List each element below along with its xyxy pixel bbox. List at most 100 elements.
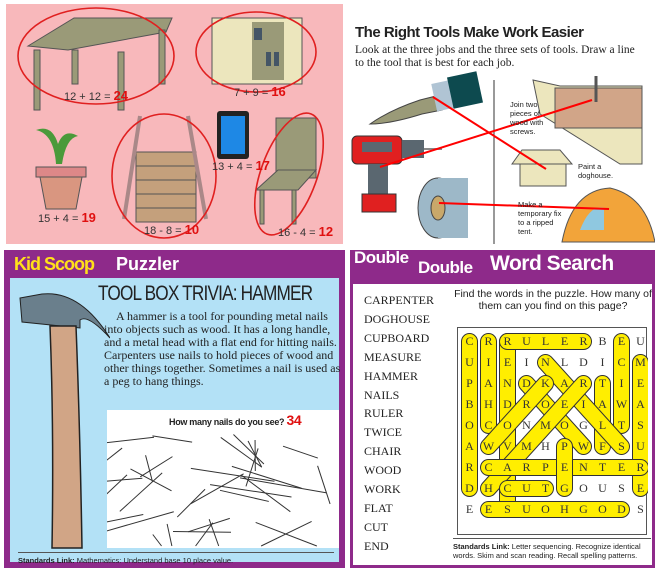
grid-letter[interactable]: O xyxy=(541,397,550,411)
grid-letter[interactable]: I xyxy=(486,355,491,369)
grid-letter[interactable]: R xyxy=(522,397,531,411)
grid-letter[interactable]: T xyxy=(617,418,626,432)
grid-letter[interactable]: D xyxy=(522,376,531,390)
grid-letter[interactable]: P xyxy=(561,439,568,453)
grid-letter[interactable]: O xyxy=(560,418,569,432)
grid-letter[interactable]: E xyxy=(617,334,626,348)
grid-letter[interactable]: A xyxy=(465,439,474,453)
grid-letter[interactable]: G xyxy=(579,418,588,432)
grid-letter[interactable]: H xyxy=(560,502,569,516)
grid-letter[interactable]: E xyxy=(636,376,645,390)
grid-letter[interactable]: B xyxy=(465,397,474,411)
grid-letter[interactable]: C xyxy=(503,481,512,495)
grid-letter[interactable]: H xyxy=(541,439,550,453)
grid-letter[interactable]: R xyxy=(636,460,645,474)
grid-letter[interactable]: N xyxy=(541,355,550,369)
grid-letter[interactable]: R xyxy=(579,376,588,390)
grid-letter[interactable]: O xyxy=(541,502,550,516)
grid-letter[interactable]: W xyxy=(615,397,628,411)
grid-letter[interactable]: A xyxy=(560,376,569,390)
grid-letter[interactable]: V xyxy=(503,439,512,453)
grid-letter[interactable]: D xyxy=(465,481,474,495)
grid-letter[interactable]: A xyxy=(636,397,645,411)
grid-letter[interactable]: L xyxy=(560,355,569,369)
grid-letter[interactable]: E xyxy=(636,481,645,495)
grid-letter[interactable]: K xyxy=(541,376,550,390)
grid-letter[interactable]: M xyxy=(540,418,551,432)
grid-letter[interactable]: I xyxy=(600,355,605,369)
grid-letter[interactable]: S xyxy=(637,502,644,516)
grid-letter[interactable]: A xyxy=(598,397,607,411)
grid-letter[interactable]: B xyxy=(598,334,607,348)
grid-letter[interactable]: P xyxy=(542,460,549,474)
grid-letter[interactable]: H xyxy=(484,397,493,411)
paintbrush-illustration xyxy=(368,71,483,125)
grid-letter[interactable]: E xyxy=(560,397,569,411)
grid-letter[interactable]: P xyxy=(466,376,473,390)
grid-letter[interactable]: O xyxy=(598,502,607,516)
standards-link-word-search: Standards Link: Letter sequencing. Recog… xyxy=(453,538,651,560)
grid-letter[interactable]: R xyxy=(503,334,512,348)
grid-letter[interactable]: O xyxy=(503,418,512,432)
grid-letter[interactable]: N xyxy=(503,376,512,390)
grid-letter[interactable]: E xyxy=(617,460,626,474)
grid-letter[interactable]: D xyxy=(503,397,512,411)
job-fix-tent: Make a temporary fix to a ripped tent. xyxy=(518,200,562,236)
grid-letter[interactable]: E xyxy=(503,355,512,369)
grid-letter[interactable]: C xyxy=(617,355,626,369)
grid-letter[interactable]: N xyxy=(522,418,531,432)
grid-letter[interactable]: L xyxy=(598,418,607,432)
grid-letter[interactable]: C xyxy=(484,418,493,432)
grid-letter[interactable]: S xyxy=(618,439,625,453)
grid-letter[interactable]: E xyxy=(465,502,474,516)
grid-letter[interactable]: G xyxy=(579,502,588,516)
grid-letter[interactable]: S xyxy=(504,502,511,516)
grid-letter[interactable]: T xyxy=(598,460,607,474)
grid-letter[interactable]: U xyxy=(522,481,531,495)
nail xyxy=(107,447,123,461)
grid-letter[interactable]: R xyxy=(465,460,474,474)
grid-letter[interactable]: R xyxy=(579,334,588,348)
answer-lines xyxy=(379,96,610,210)
grid-letter[interactable]: T xyxy=(541,481,550,495)
grid-letter[interactable]: S xyxy=(618,481,625,495)
grid-letter[interactable]: R xyxy=(484,334,493,348)
grid-letter[interactable]: N xyxy=(579,460,588,474)
grid-letter[interactable]: U xyxy=(636,334,645,348)
grid-letter[interactable]: E xyxy=(560,460,569,474)
grid-letter[interactable]: M xyxy=(521,439,532,453)
grid-letter[interactable]: C xyxy=(484,460,493,474)
nail xyxy=(239,477,327,494)
grid-letter[interactable]: O xyxy=(579,481,588,495)
grid-letter[interactable]: U xyxy=(522,502,531,516)
word-list-item: CUT xyxy=(364,519,388,534)
grid-letter[interactable]: T xyxy=(598,376,607,390)
grid-letter[interactable]: U xyxy=(598,481,607,495)
nail xyxy=(220,437,263,468)
grid-letter[interactable]: E xyxy=(560,334,569,348)
grid-letter[interactable]: F xyxy=(599,439,606,453)
grid-letter[interactable]: G xyxy=(560,481,569,495)
grid-letter[interactable]: I xyxy=(581,397,586,411)
grid-letter[interactable]: O xyxy=(465,418,474,432)
grid-letter[interactable]: I xyxy=(619,376,624,390)
grid-letter[interactable]: U xyxy=(522,334,531,348)
grid-letter[interactable]: D xyxy=(617,502,626,516)
drill-illustration xyxy=(351,135,442,213)
grid-letter[interactable]: D xyxy=(579,355,588,369)
grid-letter[interactable]: H xyxy=(484,481,493,495)
grid-letter[interactable]: S xyxy=(637,418,644,432)
grid-letter[interactable]: E xyxy=(484,502,493,516)
grid-letter[interactable]: A xyxy=(484,376,493,390)
grid-letter[interactable]: W xyxy=(577,439,590,453)
grid-letter[interactable]: R xyxy=(522,460,531,474)
grid-letter[interactable]: C xyxy=(465,334,474,348)
grid-letter[interactable]: A xyxy=(503,460,512,474)
grid-letter[interactable]: U xyxy=(465,355,474,369)
grid-letter[interactable]: L xyxy=(541,334,550,348)
grid-letter[interactable]: I xyxy=(524,355,529,369)
grid-letter[interactable]: U xyxy=(636,439,645,453)
grid-letter[interactable]: W xyxy=(482,439,495,453)
grid-letter[interactable]: M xyxy=(635,355,646,369)
